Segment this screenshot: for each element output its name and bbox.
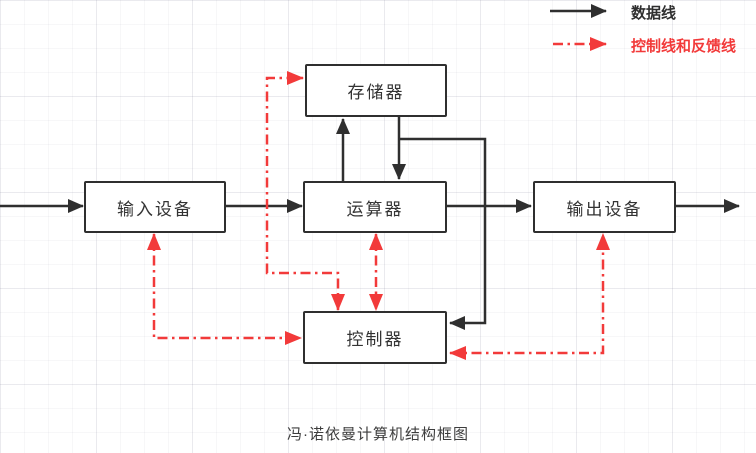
node-controller: 控制器	[303, 311, 447, 364]
node-memory: 存储器	[305, 64, 447, 117]
node-label-input: 输入设备	[117, 199, 193, 219]
legend-label-data-line: 数据线	[631, 5, 677, 22]
edge-controller-output-feedback	[449, 233, 610, 360]
diagram-caption: 冯·诺依曼计算机结构框图	[287, 426, 469, 443]
node-input: 输入设备	[84, 181, 226, 233]
node-label-memory: 存储器	[347, 83, 405, 102]
node-label-alu: 运算器	[346, 199, 404, 219]
node-alu: 运算器	[303, 181, 447, 233]
node-label-output: 输出设备	[566, 199, 643, 219]
legend-label-control-line: 控制线和反馈线	[631, 38, 737, 55]
node-output: 输出设备	[533, 181, 676, 233]
node-label-controller: 控制器	[346, 330, 404, 349]
edge-controller-input-feedback	[147, 233, 302, 345]
